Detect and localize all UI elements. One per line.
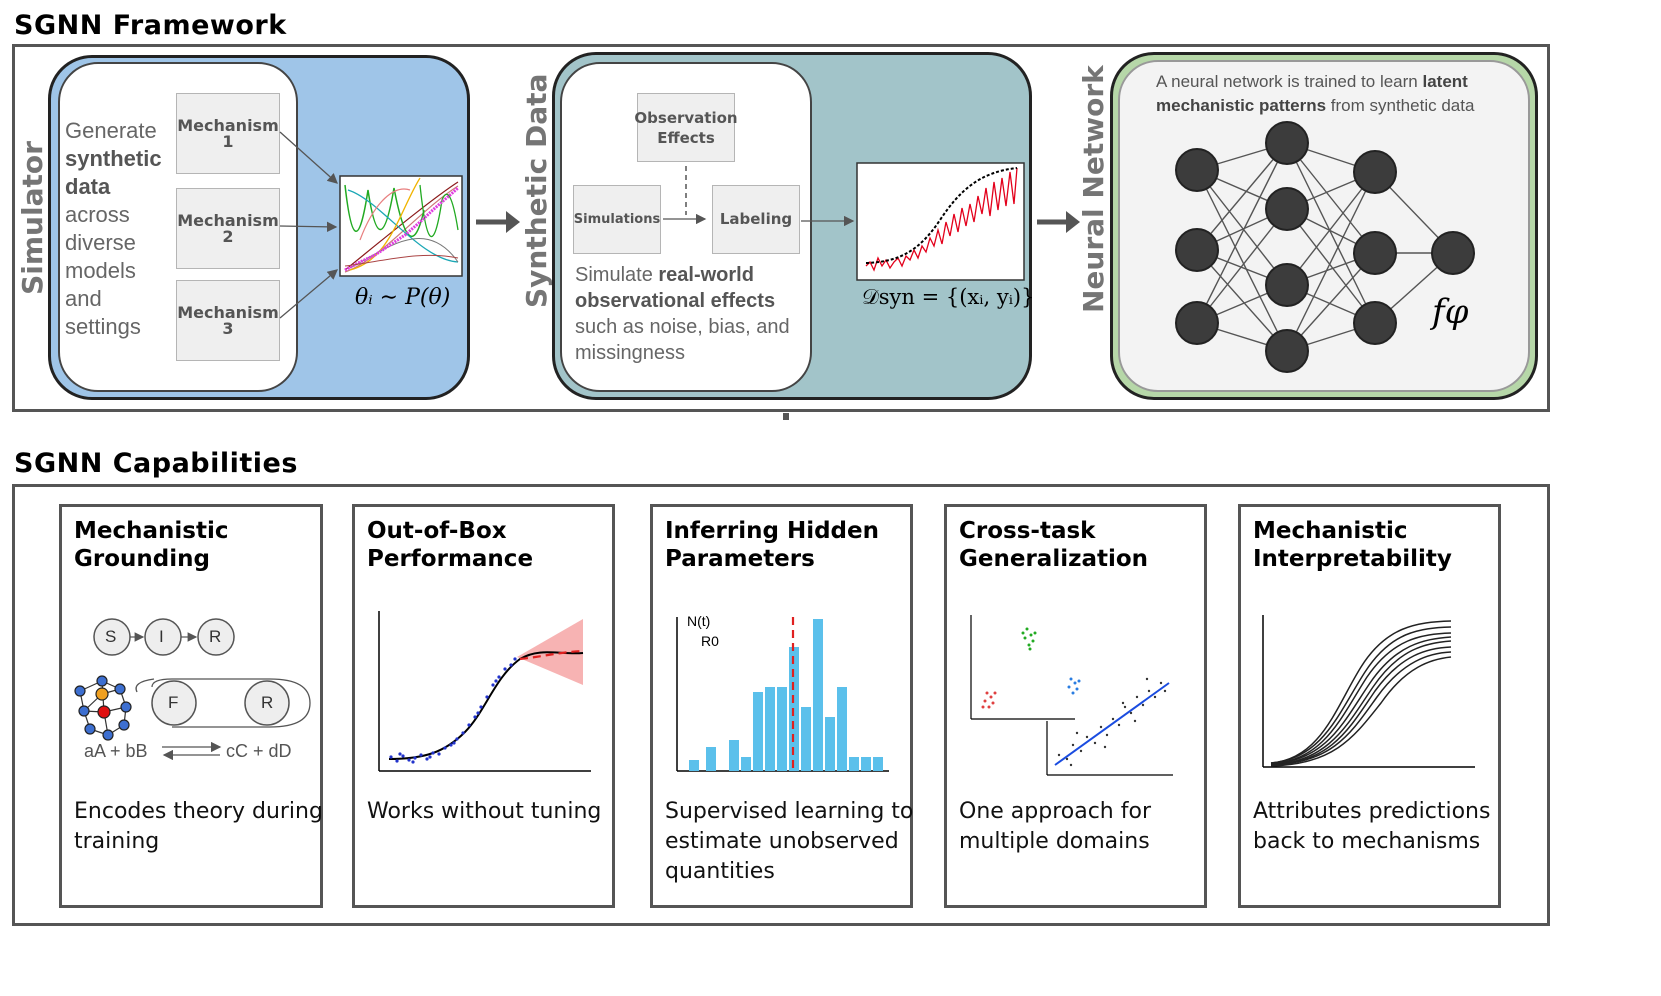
card-description: One approach for multiple domains <box>959 799 1151 854</box>
card-title: Mechanistic Interpretability <box>1253 518 1452 572</box>
trajectory-plot <box>339 175 463 277</box>
histogram-plot <box>676 617 889 772</box>
mechanism-diagram <box>74 618 311 761</box>
node-r2: R <box>261 693 274 712</box>
forecast-plot <box>378 611 591 772</box>
card-description: Works without tuning <box>367 799 602 824</box>
observation-effects-box: Observation Effects <box>634 93 738 162</box>
simulator-description: Generate synthetic data across diverse m… <box>65 117 177 341</box>
nn-nodes <box>1175 121 1475 373</box>
node-i: I <box>159 627 164 646</box>
synthetic-data-plot <box>856 162 1025 281</box>
card-title: Inferring Hidden Parameters <box>665 518 879 572</box>
synthetic-description: Simulate real-world observational effect… <box>575 262 810 366</box>
capabilities-frame <box>12 484 1550 926</box>
card-description: Encodes theory during training <box>74 799 323 854</box>
node-f: F <box>168 693 179 712</box>
syn-desc-pre: Simulate <box>575 264 659 286</box>
card-interpretability: Mechanistic Interpretability Attributes … <box>1238 504 1501 908</box>
framework-graphics <box>279 121 1475 420</box>
nn-desc-pre: A neural network is trained to learn <box>1156 72 1423 91</box>
network-function-label: fφ <box>1432 292 1469 332</box>
network-description: A neural network is trained to learn lat… <box>1156 70 1516 118</box>
card-description: Supervised learning to estimate unobserv… <box>665 799 914 884</box>
dataset-formula: 𝒟syn = {(xᵢ, yᵢ)} <box>862 285 1035 309</box>
chart-label-nt: N(t) <box>687 613 711 629</box>
framework-title: SGNN Framework <box>14 10 287 41</box>
chart-label-r0: R0 <box>701 633 719 649</box>
sim-desc-pre: Generate <box>65 118 157 143</box>
simulations-box: Simulations <box>573 185 661 254</box>
reaction-left: aA + bB <box>84 741 148 761</box>
neural-network-graph <box>1196 142 1454 352</box>
card-hidden-parameters: Inferring Hidden Parameters N(t) R0 Supe… <box>650 504 913 908</box>
card-out-of-box: Out-of-Box Performance Works without tun… <box>352 504 615 908</box>
syn-desc-bold: real-world observational effects <box>575 264 776 312</box>
card-title: Out-of-Box Performance <box>367 518 534 572</box>
mech2-arrow <box>279 221 338 233</box>
card-title: Mechanistic Grounding <box>74 518 229 572</box>
sigmoid-curves-plot <box>1262 615 1475 768</box>
nn-desc-post: from synthetic data <box>1326 96 1475 115</box>
sim-desc-bold: synthetic data <box>65 146 162 199</box>
syn-desc-post: such as noise, bias, and missingness <box>575 316 790 364</box>
sim-desc-post: across diverse models and settings <box>65 202 141 339</box>
card-description: Attributes predictions back to mechanism… <box>1253 799 1491 854</box>
node-r: R <box>209 627 222 646</box>
card-mechanistic-grounding: Mechanistic Grounding S I <box>59 504 323 908</box>
card-title: Cross-task Generalization <box>959 518 1149 572</box>
parameter-formula: θᵢ ∼ P(θ) <box>355 285 451 310</box>
framework-frame <box>12 44 1550 412</box>
nn-desc-bold: latent mechanistic patterns <box>1156 72 1468 115</box>
labeling-box: Labeling <box>712 185 800 254</box>
capabilities-title: SGNN Capabilities <box>14 448 298 479</box>
node-s: S <box>105 627 117 646</box>
cross-domain-plots <box>970 615 1173 776</box>
mech3-arrow <box>279 269 338 319</box>
mech1-arrow <box>279 131 338 184</box>
card-cross-task: Cross-task Generalization One approach f… <box>944 504 1207 908</box>
reaction-right: cC + dD <box>226 741 292 761</box>
